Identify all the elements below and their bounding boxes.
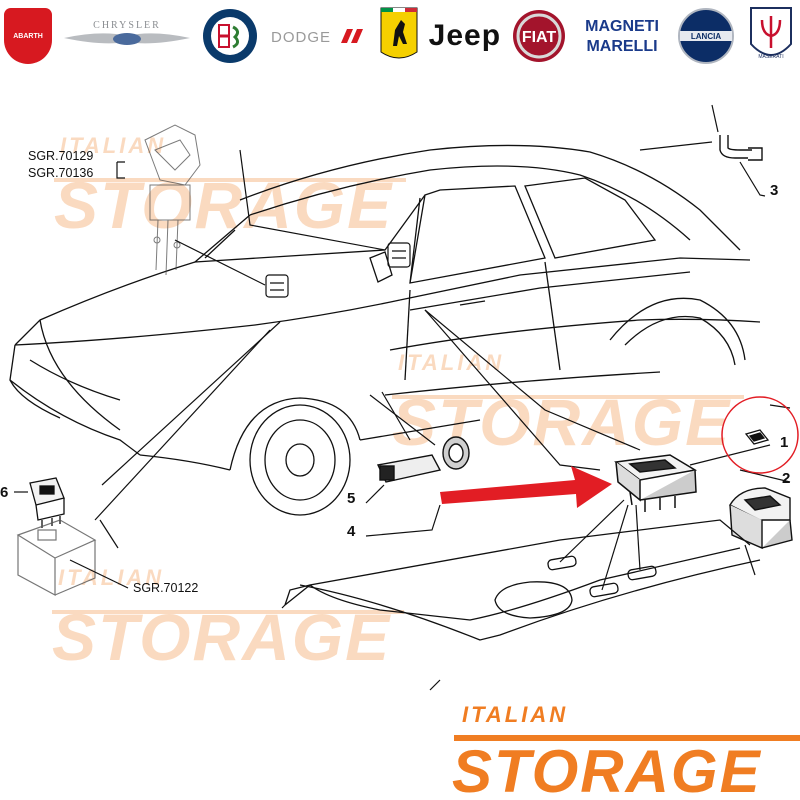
svg-text:ITALIAN: ITALIAN xyxy=(60,133,166,158)
callout-1: 1 xyxy=(780,434,788,451)
part-1-detail-icon xyxy=(744,429,770,445)
svg-text:STORAGE: STORAGE xyxy=(452,738,762,800)
callout-3: 3 xyxy=(770,182,778,199)
watermark-bottom-left: ITALIAN STORAGE xyxy=(52,565,404,674)
svg-text:MAGNETI: MAGNETI xyxy=(585,18,659,35)
fiat-badge-icon: FIAT xyxy=(512,10,565,62)
dash-switch-left xyxy=(265,274,289,298)
relay-bracket-part xyxy=(144,124,201,276)
callout-6: 6 xyxy=(0,484,8,501)
magneti-marelli-wordmark-icon: MAGNETI MARELLI xyxy=(585,18,659,55)
svg-text:FIAT: FIAT xyxy=(522,29,557,46)
part-2-switch xyxy=(729,487,793,550)
lancia-badge-icon: LANCIA xyxy=(678,8,735,64)
abarth-shield-icon: ABARTH xyxy=(4,8,52,64)
dodge-wordmark-icon: DODGE xyxy=(271,29,364,46)
ferrari-logo xyxy=(379,4,419,68)
watermark-middle-right: ITALIAN STORAGE xyxy=(392,350,744,459)
brand-logo-bar: ABARTH CHRYSLER DODGE xyxy=(0,0,800,72)
sgr-ref-70122: SGR.70122 xyxy=(133,581,198,595)
maserati-logo: MASERATI xyxy=(746,4,796,68)
dodge-logo: DODGE xyxy=(269,4,369,68)
part-5-switch xyxy=(376,454,442,483)
alfa-romeo-badge-icon xyxy=(203,9,258,63)
svg-text:LANCIA: LANCIA xyxy=(691,32,721,41)
italian-storage-logo: ITALIAN STORAGE xyxy=(452,702,800,800)
svg-text:STORAGE: STORAGE xyxy=(52,600,391,674)
abarth-logo: ABARTH xyxy=(4,4,52,68)
ferrari-prancing-horse-icon xyxy=(380,7,418,59)
jeep-logo: Jeep xyxy=(428,19,502,52)
sgr-ref-70129: SGR.70129 xyxy=(28,149,93,163)
highlight-circle xyxy=(721,396,799,474)
magneti-marelli-logo: MAGNETI MARELLI xyxy=(577,4,667,68)
svg-text:MARELLI: MARELLI xyxy=(586,38,657,55)
part-1-window-switch xyxy=(614,454,698,512)
part-6-relay xyxy=(29,477,65,528)
svg-text:ITALIAN: ITALIAN xyxy=(462,702,568,727)
fiat-logo: FIAT xyxy=(511,4,567,68)
part-3-hose xyxy=(719,135,763,161)
leader-lines xyxy=(69,104,791,691)
dash-switch-right xyxy=(387,242,411,268)
chrysler-logo: CHRYSLER xyxy=(62,4,192,68)
lancia-logo: LANCIA xyxy=(676,4,736,68)
callout-4: 4 xyxy=(347,523,356,540)
sgr-ref-70136: SGR.70136 xyxy=(28,166,93,180)
relay-box-part xyxy=(16,519,97,597)
chrysler-wings-icon: CHRYSLER xyxy=(63,20,190,45)
highlight-arrow xyxy=(440,466,612,508)
callout-5: 5 xyxy=(347,490,355,507)
alfa-romeo-logo xyxy=(201,4,259,68)
svg-text:DODGE: DODGE xyxy=(271,29,331,46)
svg-text:MASERATI: MASERATI xyxy=(758,54,783,60)
watermark-top-left: ITALIAN STORAGE xyxy=(54,133,406,242)
part-4-grommet xyxy=(442,436,470,470)
svg-text:ITALIAN: ITALIAN xyxy=(398,350,504,375)
maserati-trident-icon: MASERATI xyxy=(750,7,792,60)
svg-text:CHRYSLER: CHRYSLER xyxy=(93,20,161,31)
svg-text:STORAGE: STORAGE xyxy=(54,168,393,242)
callout-2: 2 xyxy=(782,470,790,487)
car-outline xyxy=(9,144,761,516)
